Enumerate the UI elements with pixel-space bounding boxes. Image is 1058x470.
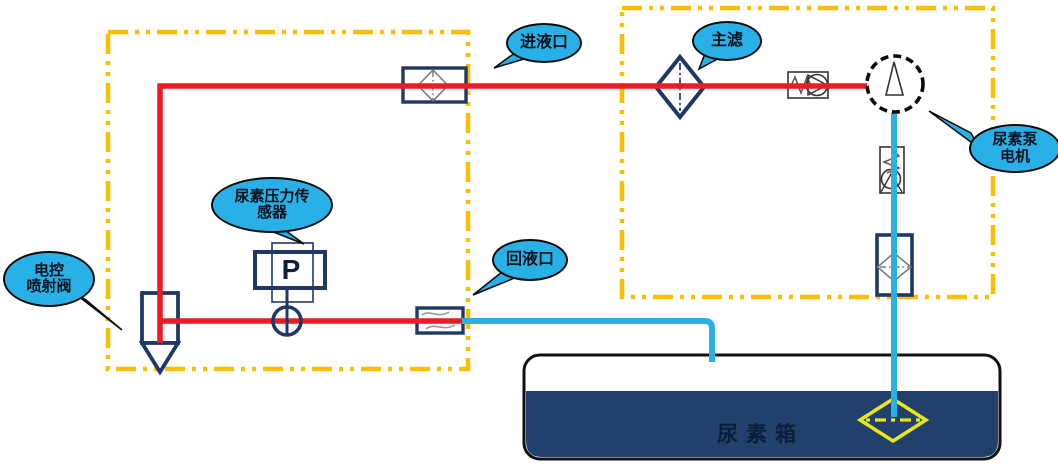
injector-label-line2: 喷射阀 (26, 278, 72, 295)
main-filter-label: 主滤 (710, 32, 743, 50)
pressure-symbol-letter: P (281, 254, 301, 285)
pressure-sensor-label-line1: 尿素压力传 (234, 187, 310, 205)
urea-tank-label: 尿素箱 (717, 423, 804, 446)
injector-valve-callout: 电控 喷射阀 (3, 251, 95, 307)
pump-motor-label-line1: 尿素泵 (992, 131, 1038, 149)
pressure-sensor-symbol (253, 242, 327, 303)
inlet-port-label: 进液口 (519, 34, 568, 52)
pressure-sensor-callout: 尿素压力传 感器 (211, 177, 333, 233)
return-port-label: 回液口 (505, 251, 554, 269)
pressure-sensor-label-line2: 感器 (256, 204, 287, 221)
pressure-supply-line (157, 83, 867, 343)
urea-pump-motor-callout: 尿素泵 电机 (969, 124, 1058, 173)
return-line-to-tank (462, 318, 715, 362)
urea-pump-motor-symbol (865, 54, 925, 114)
pump-zone-boundary (619, 5, 996, 300)
return-port-callout: 回液口 (492, 239, 568, 281)
injector-label-line1: 电控 (33, 261, 64, 279)
tank-strainer-symbol (856, 396, 930, 444)
injector-zone-boundary (105, 29, 471, 372)
pressure-sensor-tap-symbol (271, 288, 303, 337)
inlet-port-callout: 进液口 (506, 23, 582, 63)
pump-motor-label-line2: 电机 (999, 147, 1030, 165)
main-filter-callout: 主滤 (692, 21, 762, 61)
